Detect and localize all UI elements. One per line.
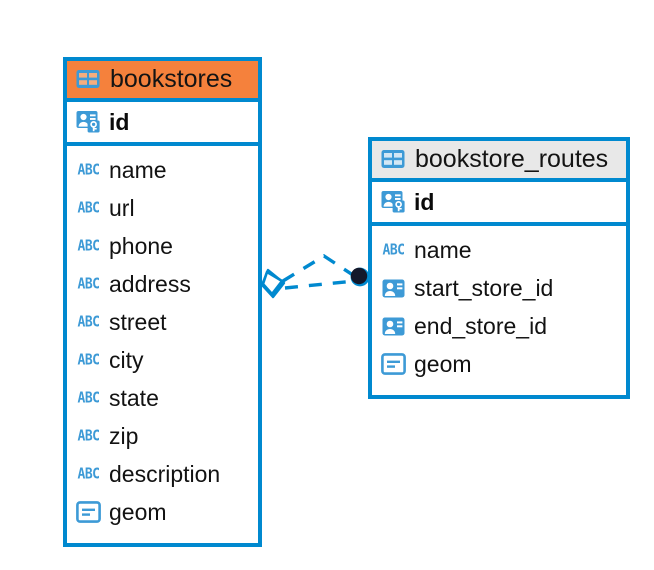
abc-icon: ABC xyxy=(77,465,100,484)
abc-icon: ABC xyxy=(77,313,100,332)
field-label: name xyxy=(414,237,472,264)
primary-key-icon xyxy=(75,108,102,135)
field-label: geom xyxy=(414,351,472,378)
field-label: phone xyxy=(109,233,173,260)
field-label: street xyxy=(109,309,167,336)
field-row[interactable]: ABC street xyxy=(67,303,258,341)
table-icon xyxy=(380,146,406,172)
field-label: address xyxy=(109,271,191,298)
field-row[interactable]: ABC zip xyxy=(67,417,258,455)
blob-icon xyxy=(381,353,406,376)
abc-icon: ABC xyxy=(382,241,405,260)
primary-key-label: id xyxy=(109,108,130,135)
field-label: city xyxy=(109,347,144,374)
entity-table-bookstores[interactable]: bookstores id xyxy=(63,57,262,547)
abc-icon: ABC xyxy=(77,199,100,218)
foreign-key-icon xyxy=(381,314,406,339)
primary-key-label: id xyxy=(414,188,435,215)
diamond-outline-icon xyxy=(260,268,286,299)
entity-header-bookstores[interactable]: bookstores xyxy=(67,61,258,103)
relationship-line-upper xyxy=(282,253,357,283)
field-label: end_store_id xyxy=(414,313,547,340)
abc-icon: ABC xyxy=(77,351,100,370)
field-list-bookstore-routes: ABC name start_store_id xyxy=(372,226,626,395)
field-row[interactable]: geom xyxy=(372,345,626,383)
foreign-key-icon xyxy=(381,276,406,301)
field-label: url xyxy=(109,195,135,222)
field-label: name xyxy=(109,157,167,184)
blob-icon xyxy=(76,501,101,524)
entity-title-bookstore-routes: bookstore_routes xyxy=(415,145,609,173)
field-row[interactable]: start_store_id xyxy=(372,269,626,307)
field-label: geom xyxy=(109,499,167,526)
primary-key-row-bookstore-routes[interactable]: id xyxy=(372,182,626,227)
primary-key-row-bookstores[interactable]: id xyxy=(67,102,258,147)
abc-icon: ABC xyxy=(77,275,100,294)
field-label: state xyxy=(109,385,159,412)
entity-header-bookstore-routes[interactable]: bookstore_routes xyxy=(372,141,626,183)
field-row[interactable]: ABC state xyxy=(67,379,258,417)
field-row[interactable]: ABC address xyxy=(67,265,258,303)
abc-icon: ABC xyxy=(77,389,100,408)
primary-key-icon xyxy=(380,188,407,215)
field-row[interactable]: ABC description xyxy=(67,455,258,493)
field-label: zip xyxy=(109,423,139,450)
field-row[interactable]: end_store_id xyxy=(372,307,626,345)
abc-icon: ABC xyxy=(77,161,100,180)
field-label: description xyxy=(109,461,221,488)
entity-table-bookstore-routes[interactable]: bookstore_routes id xyxy=(368,137,630,399)
table-icon xyxy=(75,66,101,92)
entity-title-bookstores: bookstores xyxy=(110,65,233,93)
field-row[interactable]: ABC phone xyxy=(67,227,258,265)
filled-circle-endpoint-icon xyxy=(350,267,370,287)
field-row[interactable]: ABC name xyxy=(372,231,626,269)
abc-icon: ABC xyxy=(77,427,100,446)
abc-icon: ABC xyxy=(77,237,100,256)
field-row[interactable]: ABC name xyxy=(67,151,258,189)
field-label: start_store_id xyxy=(414,275,554,302)
field-row[interactable]: geom xyxy=(67,493,258,531)
field-list-bookstores: ABC name ABC url ABC phone ABC xyxy=(67,146,258,543)
field-row[interactable]: ABC url xyxy=(67,189,258,227)
field-row[interactable]: ABC city xyxy=(67,341,258,379)
relationship-line-lower xyxy=(284,279,356,290)
